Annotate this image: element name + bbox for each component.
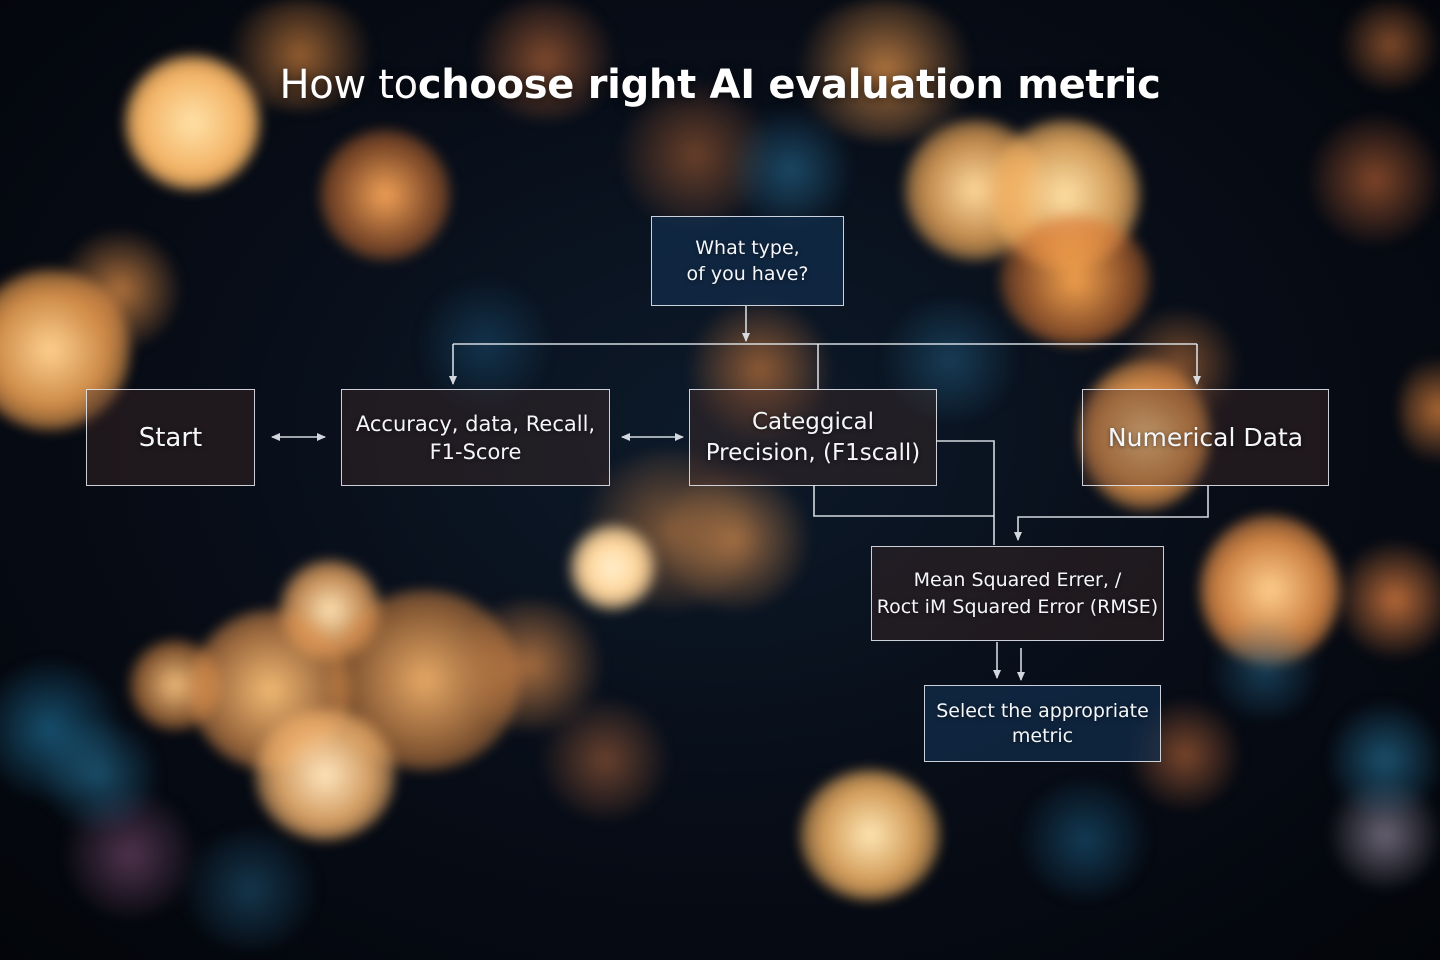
bokeh-orb (60, 230, 180, 350)
bokeh-orb (1330, 700, 1440, 820)
bokeh-orb (1340, 540, 1440, 660)
edge-numerical-to-regression (1014, 485, 1209, 541)
node-regression-metrics-label: Mean Squared Errer, / Roct iM Squared Er… (876, 568, 1159, 618)
node-classification-metrics: Accuracy, data, Recall, F1-Score (341, 389, 610, 486)
bokeh-orb (880, 300, 1020, 420)
bokeh-orb (220, 0, 380, 110)
node-select-metric: Select the appropriate metric (924, 685, 1161, 762)
bokeh-orb (1020, 780, 1150, 900)
bokeh-orb (180, 830, 320, 950)
node-select-metric-label: Select the appropriate metric (936, 699, 1149, 747)
bokeh-orb (800, 770, 940, 900)
bokeh-orb (420, 280, 550, 410)
bokeh-orb (790, 0, 980, 140)
bokeh-orb (1120, 310, 1240, 420)
bokeh-orb (570, 525, 655, 610)
node-data-type-question-label: What type, of you have? (686, 237, 809, 285)
node-start: Start (86, 389, 255, 486)
bokeh-orb (730, 110, 850, 230)
bokeh-orb (540, 700, 670, 820)
title-part-bold: choose right AI evaluation metric (417, 62, 1161, 108)
node-categorical-data-label: Categgical Precision, (F1scall) (705, 408, 921, 466)
bokeh-orb (255, 710, 395, 840)
bokeh-orb (1310, 115, 1440, 245)
bokeh-orb (470, 0, 620, 120)
edge-categorical-bottom (813, 485, 994, 517)
bokeh-orb (1340, 0, 1440, 90)
node-start-label: Start (138, 422, 203, 453)
edge-categorical-to-regression (936, 440, 995, 545)
node-numerical-data-label: Numerical Data (1107, 423, 1304, 452)
node-classification-metrics-label: Accuracy, data, Recall, F1-Score (355, 411, 596, 464)
node-data-type-question: What type, of you have? (651, 216, 844, 306)
node-regression-metrics: Mean Squared Errer, / Roct iM Squared Er… (871, 546, 1164, 641)
title-part-light: How to (279, 62, 419, 108)
bokeh-orb (40, 720, 160, 830)
node-numerical-data: Numerical Data (1082, 389, 1329, 486)
bokeh-orb (320, 130, 450, 260)
bokeh-orb (1210, 620, 1320, 720)
node-categorical-data: Categgical Precision, (F1scall) (689, 389, 937, 486)
diagram-title: How tochoose right AI evaluation metric (0, 62, 1440, 108)
bokeh-orb (1000, 215, 1150, 345)
bokeh-orb (660, 470, 810, 610)
bokeh-orb (690, 300, 830, 440)
